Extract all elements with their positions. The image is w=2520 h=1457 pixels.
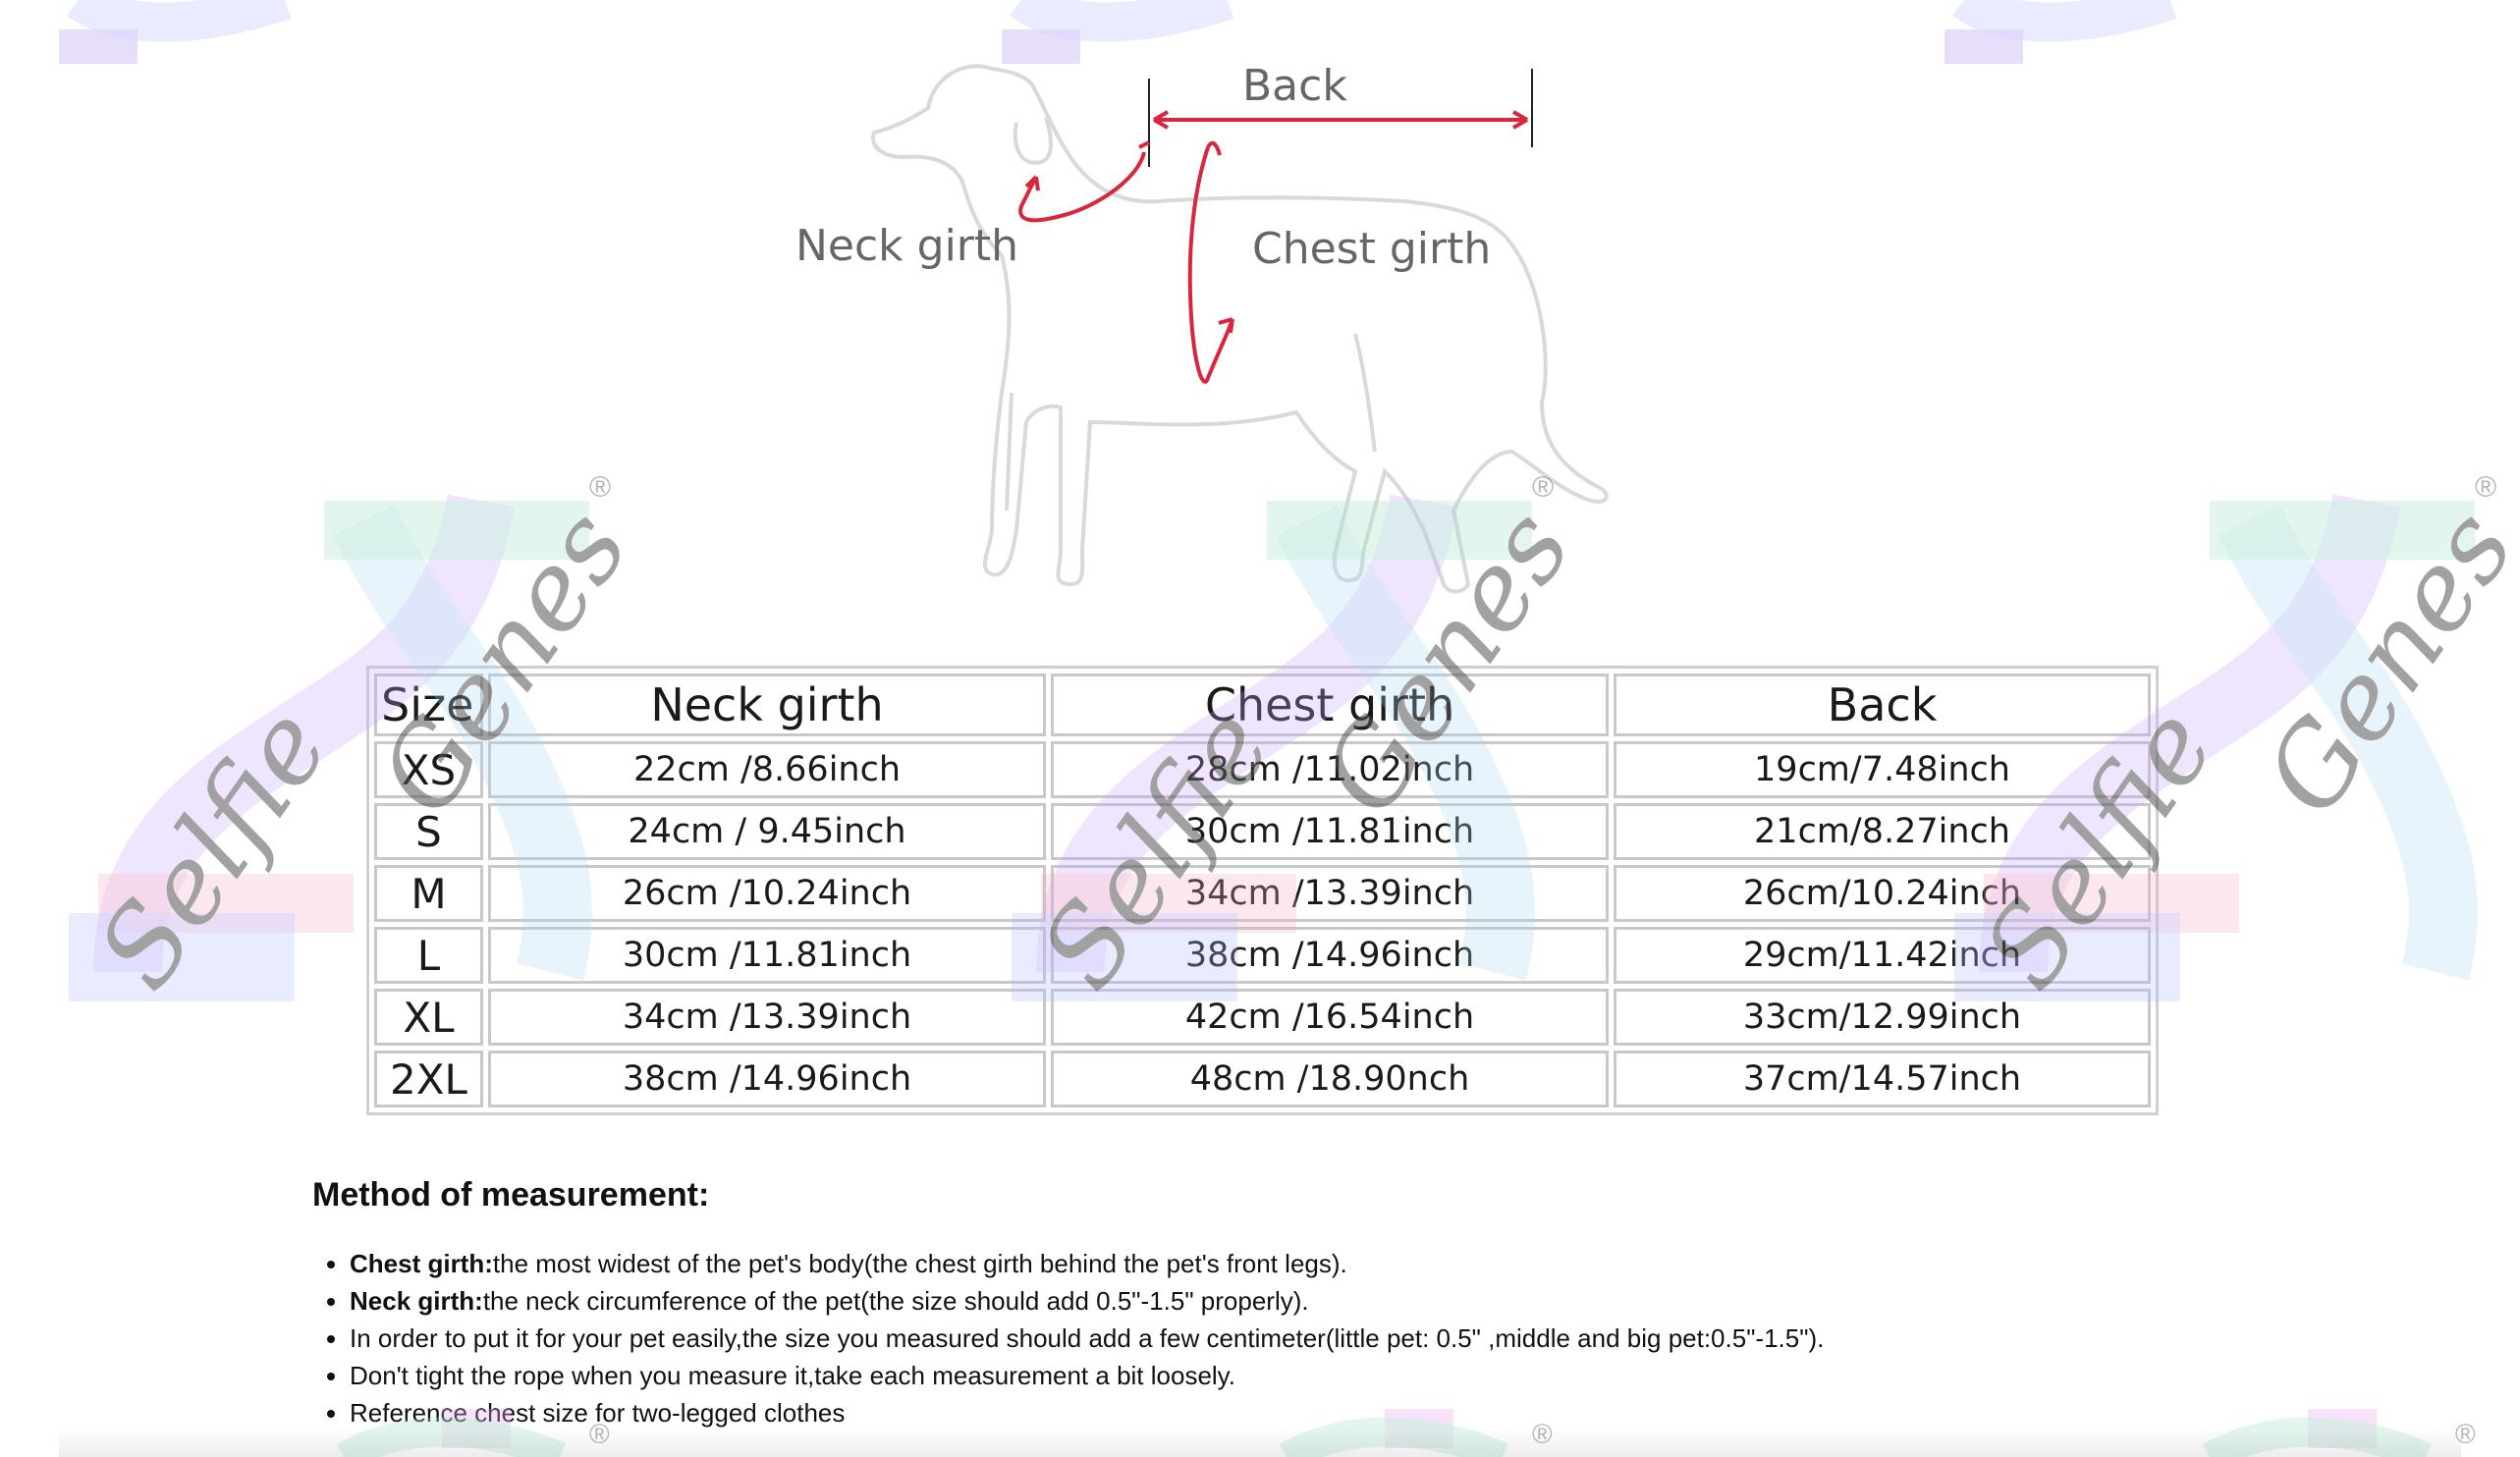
header-size: Size bbox=[374, 674, 483, 736]
chest-cell: 48cm /18.90nch bbox=[1051, 1051, 1609, 1107]
size-cell: 2XL bbox=[374, 1051, 483, 1107]
method-list: Chest girth:the most widest of the pet's… bbox=[312, 1245, 2314, 1431]
chest-cell: 34cm /13.39inch bbox=[1051, 865, 1609, 922]
chest-cell: 42cm /16.54inch bbox=[1051, 989, 1609, 1046]
header-neck-girth: Neck girth bbox=[488, 674, 1046, 736]
dog-outline bbox=[871, 64, 1609, 594]
list-item: In order to put it for your pet easily,t… bbox=[350, 1320, 2314, 1357]
back-cell: 29cm/11.42inch bbox=[1614, 927, 2151, 984]
list-item-bold: Chest girth: bbox=[350, 1249, 493, 1278]
table-header-row: Size Neck girth Chest girth Back bbox=[374, 674, 2151, 736]
list-item-bold: Neck girth: bbox=[350, 1286, 483, 1316]
list-item: Don't tight the rope when you measure it… bbox=[350, 1357, 2314, 1394]
header-back: Back bbox=[1614, 674, 2151, 736]
size-cell: XL bbox=[374, 989, 483, 1046]
watermark-text-genes: Genes bbox=[2240, 486, 2520, 837]
chest-cell: 38cm /14.96inch bbox=[1051, 927, 1609, 984]
back-cell: 37cm/14.57inch bbox=[1614, 1051, 2151, 1107]
neck-cell: 24cm / 9.45inch bbox=[488, 803, 1046, 860]
table-row: 2XL 38cm /14.96inch 48cm /18.90nch 37cm/… bbox=[374, 1051, 2151, 1107]
back-label: Back bbox=[1242, 61, 1347, 111]
back-cell: 21cm/8.27inch bbox=[1614, 803, 2151, 860]
measurement-arrows bbox=[1018, 69, 1533, 384]
list-item: Neck girth:the neck circumference of the… bbox=[350, 1282, 2314, 1320]
list-item: Reference chest size for two-legged clot… bbox=[350, 1394, 2314, 1431]
list-item-text: Reference chest size for two-legged clot… bbox=[350, 1398, 846, 1428]
size-cell: XS bbox=[374, 741, 483, 798]
list-item: Chest girth:the most widest of the pet's… bbox=[350, 1245, 2314, 1282]
watermark-text-selfie: Selfie bbox=[73, 685, 354, 1011]
size-cell: L bbox=[374, 927, 483, 984]
table-row: M 26cm /10.24inch 34cm /13.39inch 26cm/1… bbox=[374, 865, 2151, 922]
neck-cell: 26cm /10.24inch bbox=[488, 865, 1046, 922]
watermark-logo-top bbox=[1945, 0, 2177, 64]
registered-mark: ® bbox=[589, 471, 612, 504]
back-cell: 19cm/7.48inch bbox=[1614, 741, 2151, 798]
table-row: L 30cm /11.81inch 38cm /14.96inch 29cm/1… bbox=[374, 927, 2151, 984]
chest-cell: 30cm /11.81inch bbox=[1051, 803, 1609, 860]
size-cell: S bbox=[374, 803, 483, 860]
header-chest-girth: Chest girth bbox=[1051, 674, 1609, 736]
list-item-text: In order to put it for your pet easily,t… bbox=[350, 1323, 1825, 1353]
back-cell: 33cm/12.99inch bbox=[1614, 989, 2151, 1046]
neck-cell: 38cm /14.96inch bbox=[488, 1051, 1046, 1107]
method-title: Method of measurement: bbox=[312, 1176, 710, 1214]
neck-cell: 34cm /13.39inch bbox=[488, 989, 1046, 1046]
dog-measurement-diagram: Back Neck girth Chest girth bbox=[795, 61, 1609, 594]
chest-cell: 28cm /11.02inch bbox=[1051, 741, 1609, 798]
neck-cell: 30cm /11.81inch bbox=[488, 927, 1046, 984]
list-item-text: Don't tight the rope when you measure it… bbox=[350, 1361, 1235, 1390]
size-cell: M bbox=[374, 865, 483, 922]
table-row: S 24cm / 9.45inch 30cm /11.81inch 21cm/8… bbox=[374, 803, 2151, 860]
list-item-text: the neck circumference of the pet(the si… bbox=[482, 1286, 1309, 1316]
list-item-text: the most widest of the pet's body(the ch… bbox=[492, 1249, 1347, 1278]
watermark-logo-top bbox=[59, 0, 292, 64]
table-row: XS 22cm /8.66inch 28cm /11.02inch 19cm/7… bbox=[374, 741, 2151, 798]
chest-girth-label: Chest girth bbox=[1252, 224, 1491, 274]
neck-cell: 22cm /8.66inch bbox=[488, 741, 1046, 798]
size-chart-table: Size Neck girth Chest girth Back XS 22cm… bbox=[366, 666, 2159, 1115]
registered-mark: ® bbox=[2475, 471, 2497, 504]
neck-girth-label: Neck girth bbox=[795, 221, 1018, 271]
back-cell: 26cm/10.24inch bbox=[1614, 865, 2151, 922]
bottom-shadow bbox=[59, 1428, 2461, 1457]
table-row: XL 34cm /13.39inch 42cm /16.54inch 33cm/… bbox=[374, 989, 2151, 1046]
